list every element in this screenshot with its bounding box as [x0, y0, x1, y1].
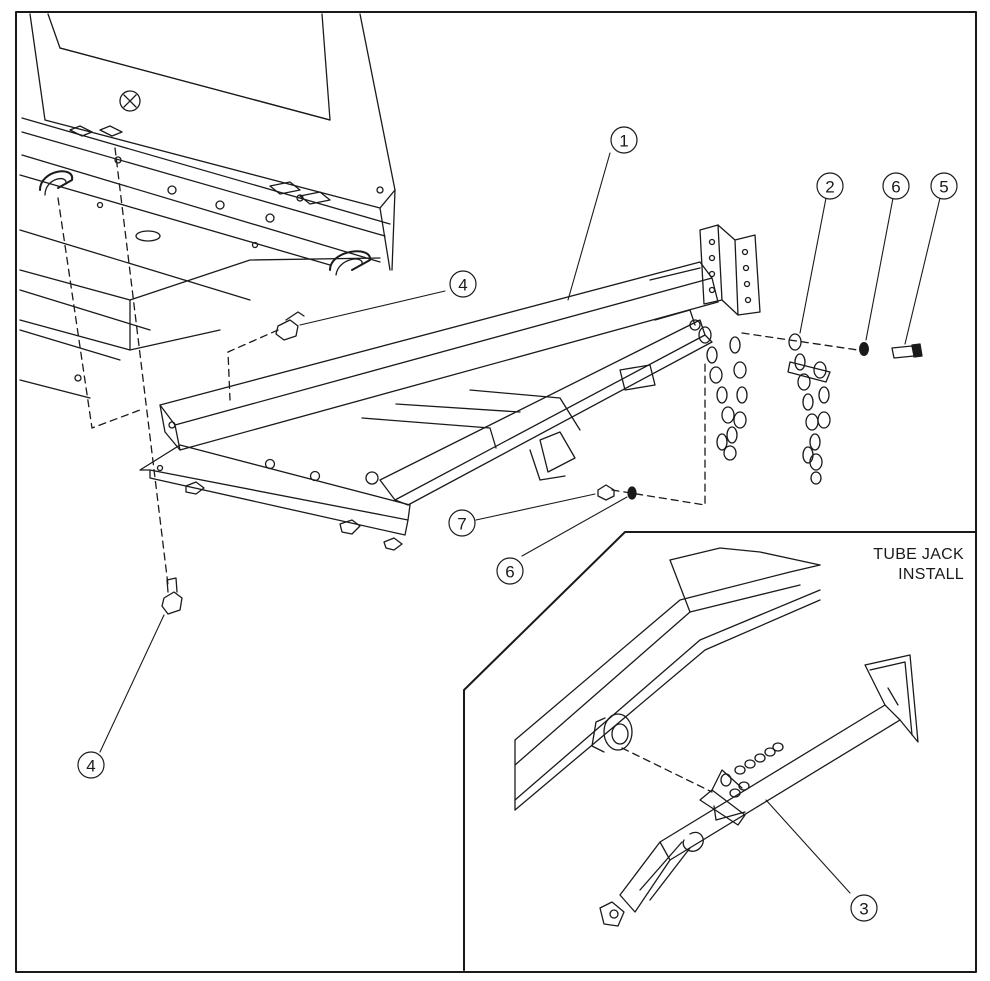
- bolt-guide-line: [741, 332, 859, 351]
- nut-part-7: [597, 484, 615, 501]
- callout-label-3: 3: [859, 900, 868, 919]
- callout-label-2: 2: [825, 178, 834, 197]
- callout-circle-6a: [882, 172, 910, 200]
- bolt-part-4-upper: [275, 311, 305, 341]
- callout-circle-4a: [449, 270, 477, 298]
- callout-label-4b: 4: [86, 757, 95, 776]
- tube-jack-inset: [463, 531, 977, 971]
- washer-top: [859, 342, 869, 356]
- washer-lower: [627, 486, 637, 500]
- callout-circle-6b: [496, 557, 524, 585]
- base-nuts: [185, 481, 403, 551]
- safety-chain-on-frame: [698, 326, 748, 461]
- callout-circle-5: [930, 172, 958, 200]
- bolt-part-4-lower: [161, 577, 183, 615]
- callout-label-4a: 4: [458, 276, 467, 295]
- assembly-guide-lines: [57, 147, 279, 586]
- callout-circles: [77, 126, 958, 922]
- nut-guide-line: [611, 359, 706, 506]
- safety-chain-part-2: [787, 333, 831, 485]
- hitch-tongue-frame: [139, 224, 761, 551]
- callout-label-1: 1: [619, 132, 628, 151]
- inset-title: TUBE JACK INSTALL: [873, 545, 964, 585]
- bolt-part-5: [891, 343, 923, 359]
- callout-circle-7: [448, 509, 476, 537]
- callout-label-5: 5: [939, 178, 948, 197]
- callout-circle-2: [816, 172, 844, 200]
- callout-circle-4b: [77, 751, 105, 779]
- callout-label-7: 7: [457, 515, 466, 534]
- inset-title-line-1: TUBE JACK: [873, 546, 964, 563]
- callout-circle-1: [610, 126, 638, 154]
- callout-label-6b: 6: [505, 563, 514, 582]
- callout-circle-3: [850, 894, 878, 922]
- inset-title-line-2: INSTALL: [898, 566, 964, 583]
- trailer-body: [19, 13, 396, 399]
- callout-labels: 1 2 6 5 4 7 6 4 3: [86, 132, 948, 919]
- callout-leaders: [99, 152, 941, 894]
- outer-border: [15, 11, 977, 973]
- callout-label-6a: 6: [891, 178, 900, 197]
